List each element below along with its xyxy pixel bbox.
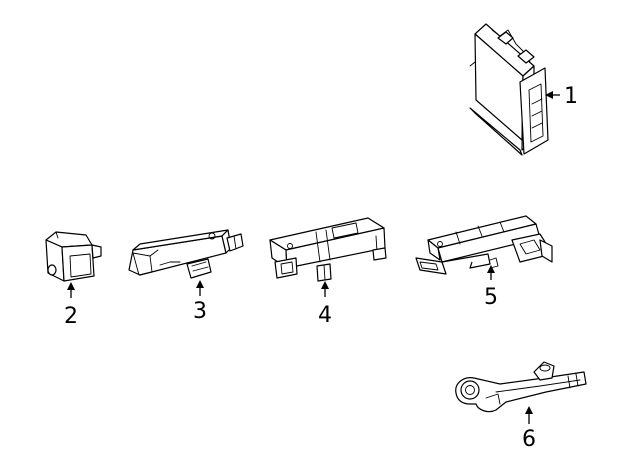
callout-2: 2 — [64, 282, 78, 329]
callout-label-4: 4 — [318, 303, 332, 328]
callout-label-5: 5 — [484, 285, 498, 310]
callout-6: 6 — [522, 406, 536, 452]
arrowhead-6 — [525, 406, 533, 414]
arrowhead-4 — [321, 281, 329, 289]
callout-label-3: 3 — [193, 299, 207, 324]
callout-3: 3 — [193, 280, 207, 324]
part-1-control-module — [469, 23, 549, 156]
arrowhead-3 — [196, 280, 204, 288]
callout-label-1: 1 — [564, 84, 578, 109]
part-2-sensor — [45, 231, 102, 282]
part-4-module — [269, 217, 387, 282]
callout-4: 4 — [318, 281, 332, 328]
part-6-lever-arm — [455, 361, 587, 413]
callout-label-2: 2 — [64, 304, 78, 329]
callout-5: 5 — [484, 265, 498, 310]
arrowhead-1 — [545, 91, 553, 99]
arrowhead-5 — [487, 265, 495, 273]
callout-label-6: 6 — [522, 427, 536, 452]
arrowhead-2 — [67, 282, 75, 290]
callout-1: 1 — [545, 84, 578, 109]
part-5-bracket — [415, 215, 553, 275]
part-3-connector-sensor — [128, 229, 244, 279]
